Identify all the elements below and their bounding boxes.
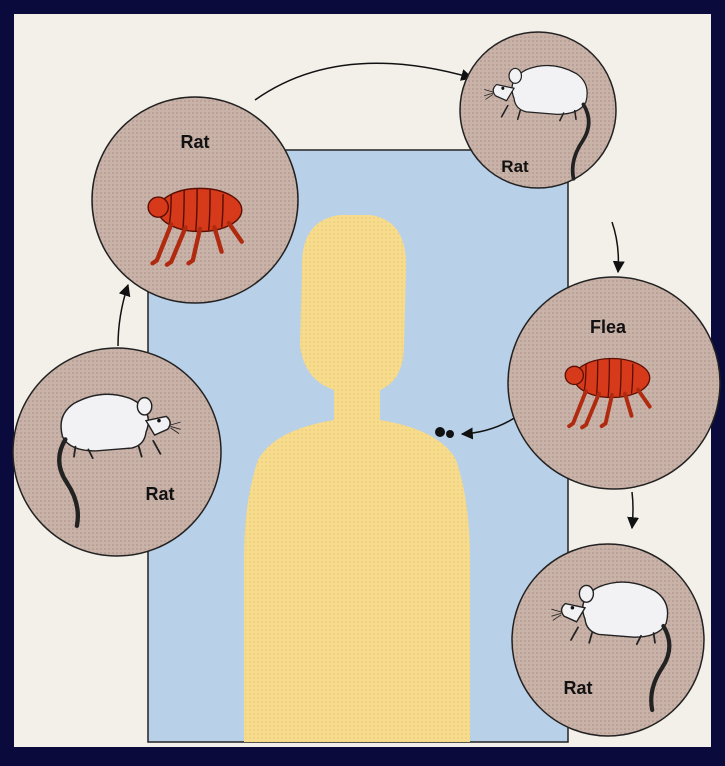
node-flea-top: Rat [92,97,298,303]
node-label-rat-left: Rat [145,484,174,504]
node-rat-top-right: Rat [460,32,616,188]
node-label-flea-right: Flea [590,317,627,337]
node-label-rat-bottom-right: Rat [563,678,592,698]
node-rat-bottom-right: Rat [512,544,704,736]
node-rat-left: Rat [13,348,221,556]
node-label-flea-top: Rat [180,132,209,152]
node-flea-right: Flea [508,277,720,489]
node-label-rat-top-right: Rat [501,157,529,176]
